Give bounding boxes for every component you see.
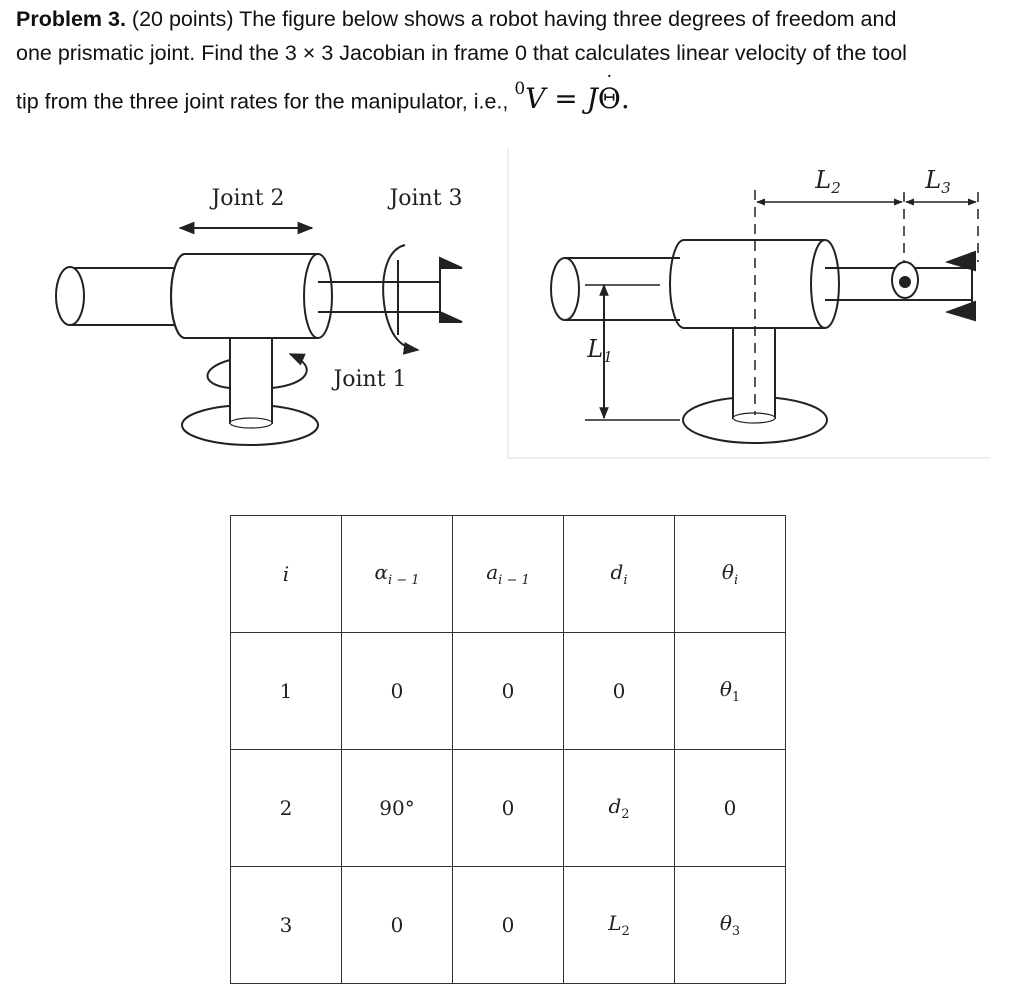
table-cell: 2 [230, 749, 342, 867]
table-row: 2 90° 0 d2 0 [230, 749, 786, 867]
problem-line-1: Problem 3. (20 points) The figure below … [16, 2, 1016, 36]
table-cell: 1 [230, 632, 342, 750]
left-arm-end [55, 266, 85, 326]
table-cell: 0 [341, 632, 453, 750]
header-cell: i [230, 515, 342, 633]
sleeve-front-right [810, 239, 840, 329]
L3-label: L3 [924, 166, 950, 197]
L2-label: L2 [814, 166, 840, 197]
problem-statement: Problem 3. (20 points) The figure below … [16, 2, 1016, 118]
eq-j: J [586, 82, 598, 116]
table-cell: θ1 [674, 632, 786, 750]
dot-accent: · [606, 66, 613, 88]
velocity-equation: 0V = J·Θ. [514, 68, 630, 116]
base-shaft-left [229, 334, 273, 424]
eq-theta-dot: ·Θ [597, 68, 621, 116]
table-cell: d2 [563, 749, 675, 867]
joint1-label: Joint 1 [331, 367, 406, 392]
sleeve-front [303, 253, 333, 339]
table-cell: 0 [452, 632, 564, 750]
table-cell: 0 [674, 749, 786, 867]
table-cell: 0 [452, 866, 564, 984]
left-robot-drawing [55, 221, 463, 446]
joint1-rotation-arrow [206, 354, 308, 389]
problem-line-2: one prismatic joint. Find the 3 × 3 Jaco… [16, 41, 907, 65]
table-cell: 0 [341, 866, 453, 984]
header-cell: di [563, 515, 675, 633]
L1-label: L1 [586, 335, 612, 366]
right-left-arm-end [550, 257, 580, 321]
problem-text-1: (20 points) The figure below shows a rob… [125, 7, 897, 31]
header-cell: αi − 1 [341, 515, 453, 633]
joint2-label: Joint 2 [209, 186, 284, 211]
dh-parameter-table: i αi − 1 ai − 1 di θi 1 0 0 0 θ1 2 90° 0… [230, 515, 786, 984]
right-robot-drawing [507, 148, 990, 459]
table-cell: 3 [230, 866, 342, 984]
eq-period: . [620, 82, 630, 116]
eq-v: V [525, 82, 546, 116]
joint3-label: Joint 3 [387, 186, 462, 211]
table-cell: L2 [563, 866, 675, 984]
table-header-row: i αi − 1 ai − 1 di θi [230, 515, 786, 633]
table-cell: θ3 [674, 866, 786, 984]
eq-equals: = [545, 82, 587, 116]
table-cell: 0 [563, 632, 675, 750]
problem-title: Problem 3. [16, 7, 126, 31]
table-cell: 0 [452, 749, 564, 867]
table-row: 3 0 0 L2 θ3 [230, 866, 786, 984]
eq-theta: Θ [597, 82, 621, 116]
problem-text-3: tip from the three joint rates for the m… [16, 89, 515, 114]
table-row: 1 0 0 0 θ1 [230, 632, 786, 750]
joint3-rotation-arrow [382, 244, 420, 355]
table-cell: 90° [341, 749, 453, 867]
base-shaft-right [732, 319, 776, 419]
header-cell: ai − 1 [452, 515, 564, 633]
problem-line-3: tip from the three joint rates for the m… [16, 68, 1016, 118]
header-cell: θi [674, 515, 786, 633]
frame-superscript: 0 [514, 79, 526, 99]
